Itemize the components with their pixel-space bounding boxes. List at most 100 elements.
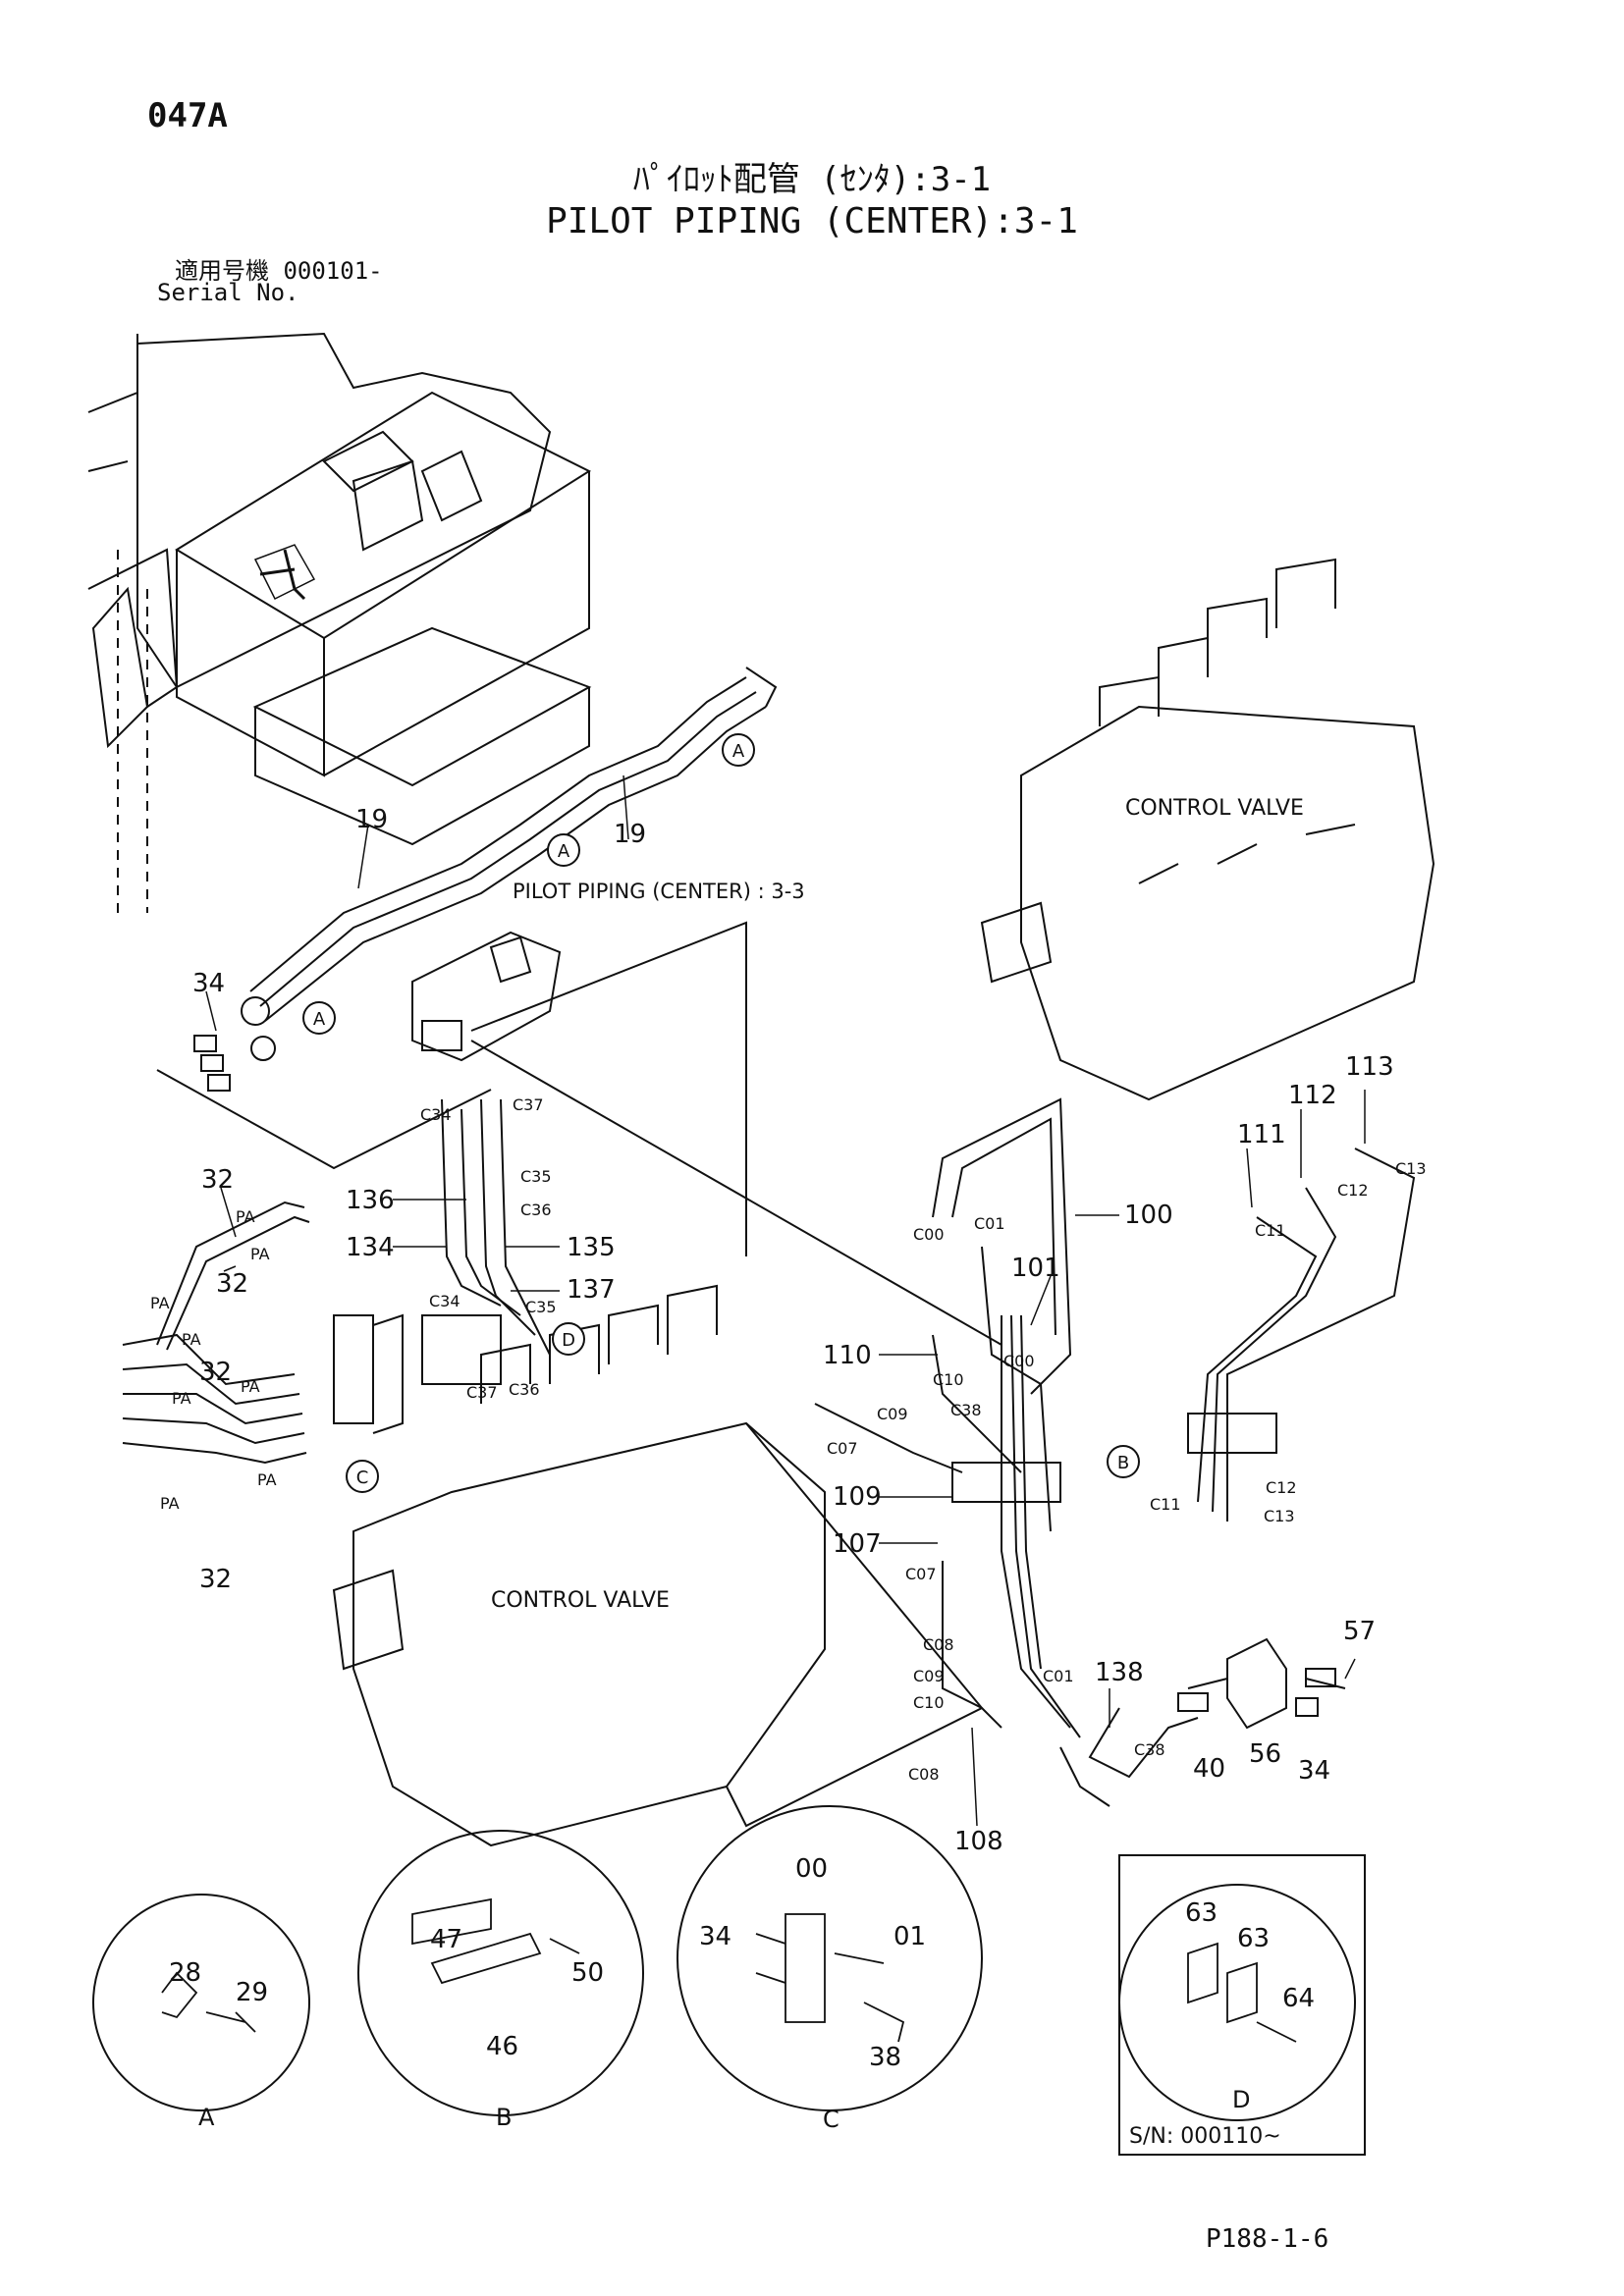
part-110: 110: [823, 1341, 872, 1370]
callout-a-2: A: [558, 841, 570, 862]
detail-b-circle: [357, 1830, 644, 2116]
port-c00-b: C00: [1003, 1352, 1035, 1370]
port-c37-b: C37: [466, 1383, 498, 1402]
port-pa-3: PA: [150, 1294, 170, 1312]
center-block-drawing: [411, 921, 1002, 1346]
bracket-56-drawing: [1177, 1637, 1346, 1730]
pa-hoses-drawing: [122, 1201, 404, 1465]
callout-circle-d: [552, 1322, 585, 1356]
port-c36-b: C36: [509, 1380, 540, 1399]
callout-d: D: [562, 1330, 575, 1351]
port-c11-a: C11: [1255, 1221, 1286, 1240]
detail-a-part-29: 29: [236, 1978, 268, 2007]
detail-c-part-34: 34: [699, 1922, 731, 1951]
port-c13-a: C13: [1395, 1159, 1427, 1178]
piping-100-101-drawing: [814, 1097, 1199, 1807]
detail-b-bolt: [549, 1938, 580, 1954]
part-32-d: 32: [199, 1565, 232, 1594]
detail-d-part-63-a: 63: [1185, 1898, 1218, 1928]
detail-d-circle: [1118, 1884, 1356, 2121]
detail-c-circle: [677, 1805, 983, 2111]
part-109: 109: [833, 1482, 882, 1512]
part-34-b: 34: [1298, 1756, 1330, 1786]
port-pa-2: PA: [250, 1245, 270, 1263]
port-c37-a: C37: [513, 1095, 544, 1114]
port-c12-b: C12: [1266, 1478, 1297, 1497]
port-c08-b: C08: [908, 1765, 940, 1784]
detail-a-part-28: 28: [169, 1958, 201, 1988]
serial-label-japanese: 適用号機 000101-: [175, 257, 383, 285]
port-pa-4: PA: [182, 1330, 201, 1349]
detail-a-label: A: [198, 2104, 215, 2131]
port-c10-b: C10: [913, 1693, 945, 1712]
callout-circle-b: [1107, 1445, 1140, 1478]
part-101: 101: [1011, 1254, 1060, 1283]
callout-b: B: [1117, 1453, 1129, 1473]
port-pa-1: PA: [236, 1207, 255, 1226]
part-138: 138: [1095, 1658, 1144, 1687]
fittings-34-drawing: [156, 1035, 492, 1170]
port-pa-6: PA: [172, 1389, 191, 1408]
detail-a-circle: [92, 1894, 310, 2111]
port-c09-b: C09: [913, 1667, 945, 1685]
page-id: 047A: [147, 96, 228, 135]
part-32-b: 32: [216, 1269, 248, 1299]
callout-circle-a-2: [547, 833, 580, 867]
port-c09-a: C09: [877, 1405, 908, 1423]
control-valve-upper-label: CONTROL VALVE: [1125, 796, 1304, 821]
detail-b-plate: [411, 1897, 492, 1946]
port-pa-8: PA: [160, 1494, 180, 1513]
port-c11-b: C11: [1150, 1495, 1181, 1514]
port-c13-b: C13: [1264, 1507, 1295, 1525]
port-c38-b: C38: [1134, 1740, 1165, 1759]
part-134: 134: [346, 1233, 395, 1262]
port-c00-a: C00: [913, 1225, 945, 1244]
detail-b-label: B: [496, 2104, 512, 2131]
part-107: 107: [833, 1529, 882, 1559]
callout-circle-a-1: [722, 733, 755, 767]
detail-d-part-63-b: 63: [1237, 1924, 1270, 1953]
detail-c-label: C: [823, 2106, 839, 2133]
port-c07-b: C07: [905, 1565, 937, 1583]
detail-c-part-00: 00: [795, 1854, 828, 1884]
detail-contents: [161, 1897, 1297, 2043]
detail-c-elbow: [863, 2002, 905, 2043]
title-japanese: ﾊﾟｲﾛｯﾄ配管 (ｾﾝﾀ):3-1: [632, 160, 992, 199]
callout-a-3: A: [313, 1009, 326, 1030]
callout-c: C: [356, 1468, 369, 1488]
control-valve-lower-label: CONTROL VALVE: [491, 1588, 670, 1613]
part-19-b: 19: [614, 820, 646, 849]
part-57: 57: [1343, 1617, 1376, 1646]
callout-a-1: A: [732, 741, 745, 762]
pilot-piping-ref: PILOT PIPING (CENTER) : 3-3: [513, 880, 805, 903]
detail-d-clamp-1: [1187, 1942, 1218, 2004]
detail-d-label: D: [1232, 2086, 1250, 2113]
detail-b-clamp: [430, 1932, 542, 1985]
detail-b-part-47: 47: [430, 1925, 462, 1954]
port-c01-b: C01: [1043, 1667, 1074, 1685]
detail-d-serial-note: S/N: 000110~: [1129, 2124, 1281, 2149]
port-c01-a: C01: [974, 1214, 1005, 1233]
detail-a-bolt: [205, 2011, 256, 2033]
detail-c-part-38: 38: [869, 2043, 901, 2072]
port-c10-a: C10: [933, 1370, 964, 1389]
port-c38-a: C38: [950, 1401, 982, 1419]
part-40: 40: [1193, 1754, 1225, 1784]
machine-body-drawing: [87, 332, 592, 913]
detail-d-bolt: [1256, 2021, 1297, 2043]
detail-d-part-64: 64: [1282, 1984, 1315, 2013]
detail-b-part-46: 46: [486, 2032, 518, 2061]
leader-lines: [205, 774, 1366, 1827]
part-19-a: 19: [355, 805, 388, 834]
port-c35-b: C35: [525, 1298, 557, 1316]
port-c34-b: C34: [429, 1292, 460, 1310]
port-c12-a: C12: [1337, 1181, 1369, 1200]
upper-control-valve-drawing: [980, 558, 1435, 1101]
callout-circle-c: [346, 1460, 379, 1493]
part-32-a: 32: [201, 1165, 234, 1195]
port-c34-a: C34: [420, 1105, 452, 1124]
page-reference: P188-1-6: [1206, 2224, 1329, 2254]
detail-c-block: [785, 1913, 826, 2023]
part-108: 108: [954, 1827, 1003, 1856]
